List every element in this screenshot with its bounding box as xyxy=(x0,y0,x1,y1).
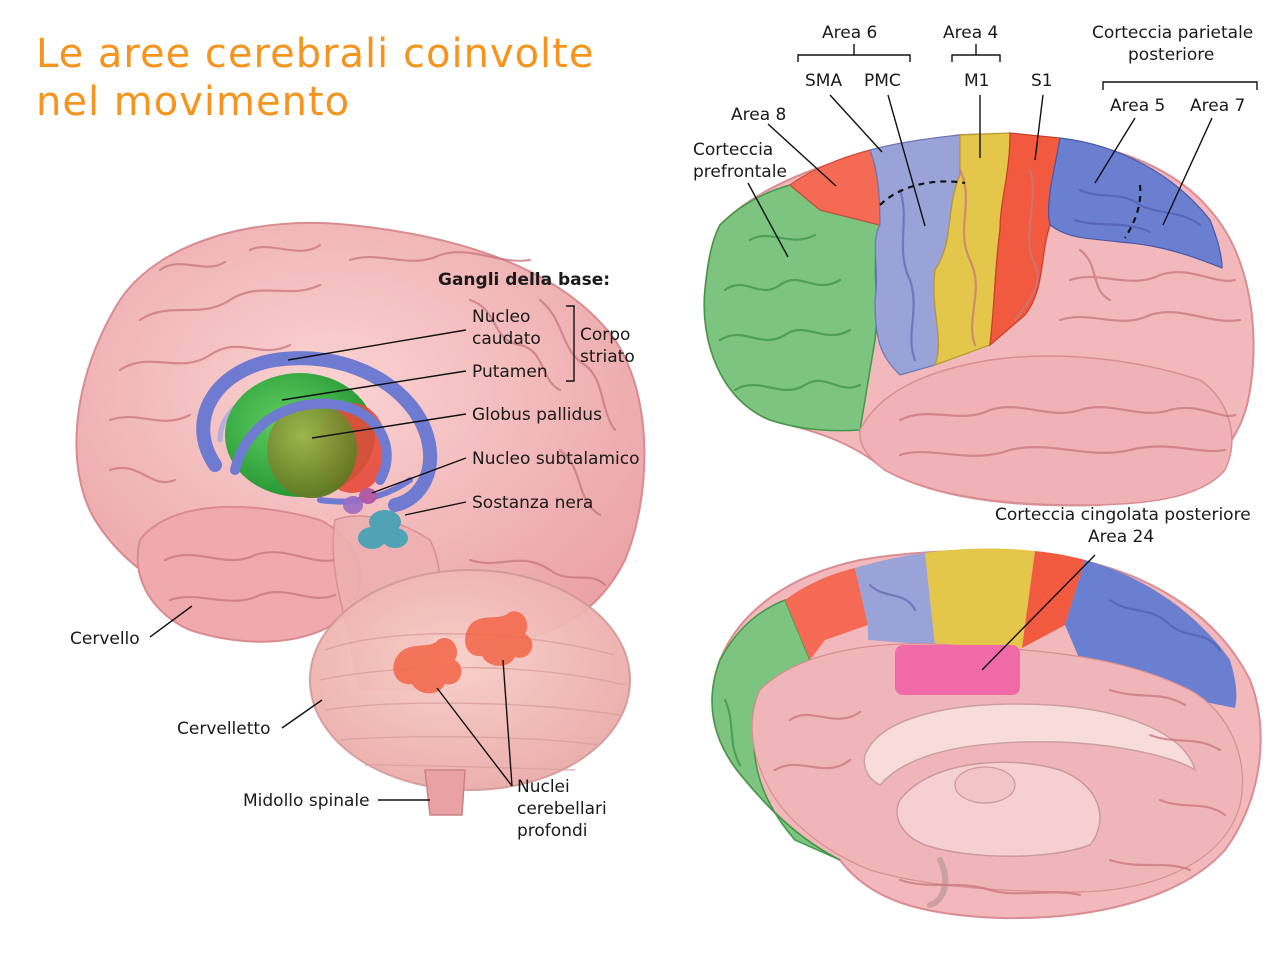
area24-leader-line xyxy=(981,554,1096,671)
spinal-cord-shape xyxy=(424,769,466,816)
deep-cerebellar-nucleus-left xyxy=(393,637,462,694)
lateral-cortex-labels: Area 6 Area 4 SMA PMC M1 S1 Corteccia pa… xyxy=(693,23,1258,258)
medial-prefrontal-region xyxy=(711,599,841,861)
deep-cerebellar-nucleus-right xyxy=(465,611,533,666)
page-title-line-1: Le aree cerebrali coinvolte xyxy=(36,31,595,77)
prefrontal-cortex-region xyxy=(703,184,881,432)
page-title-line-2: nel movimento xyxy=(36,79,351,125)
label-nucleo-caudato-1: Nucleo xyxy=(472,307,530,327)
label-prefrontale-1: Corteccia xyxy=(693,140,773,160)
label-cpp-2: posteriore xyxy=(1128,45,1214,65)
left-leader-lines xyxy=(149,329,513,801)
thalamus-shape xyxy=(896,761,1101,857)
label-nucleo-caudato-2: caudato xyxy=(472,329,541,349)
cerebellum-shape xyxy=(309,569,631,791)
lateral-cortex-illustration xyxy=(703,132,1255,507)
label-area7: Area 7 xyxy=(1190,96,1245,116)
label-corpo-striato-1: Corpo xyxy=(580,325,630,345)
area4-bracket xyxy=(951,54,1001,62)
label-nuclei-2: cerebellari xyxy=(517,799,607,819)
label-globus-pallidus: Globus pallidus xyxy=(472,405,602,425)
label-nucleo-subtalamico: Nucleo subtalamico xyxy=(472,449,640,469)
area24-region xyxy=(895,645,1020,695)
label-m1: M1 xyxy=(964,71,989,91)
label-cingolata: Corteccia cingolata posteriore xyxy=(995,505,1251,525)
basal-ganglia xyxy=(196,351,438,549)
label-pmc: PMC xyxy=(864,71,901,91)
cpp-bracket xyxy=(1102,81,1258,90)
label-nuclei-3: profondi xyxy=(517,821,587,841)
temporal-lobe-lateral xyxy=(859,355,1233,506)
label-sostanza-nera: Sostanza nera xyxy=(472,493,593,513)
label-area4: Area 4 xyxy=(943,23,998,43)
label-nuclei-1: Nuclei xyxy=(517,777,570,797)
label-area8: Area 8 xyxy=(731,105,786,125)
cerebrum-gyri xyxy=(108,243,617,602)
globus-pallidus-shape xyxy=(267,402,357,498)
lateral-leader-lines xyxy=(747,94,1213,258)
label-cervello: Cervello xyxy=(70,629,140,649)
label-area5: Area 5 xyxy=(1110,96,1165,116)
caudate-tail-shape xyxy=(230,398,392,485)
page-title: Le aree cerebrali coinvolte nel moviment… xyxy=(36,30,594,126)
medial-cortex-labels: Corteccia cingolata posteriore Area 24 xyxy=(981,505,1251,671)
corpus-callosum-shape xyxy=(863,703,1197,786)
subthalamic-nucleus-shape xyxy=(359,488,377,504)
label-area24: Area 24 xyxy=(1088,527,1154,547)
medial-cortex-illustration xyxy=(711,548,1262,920)
left-brain-illustration xyxy=(75,221,646,816)
label-sma: SMA xyxy=(805,71,842,91)
label-corpo-striato-2: striato xyxy=(580,347,635,367)
label-midollo-spinale: Midollo spinale xyxy=(243,791,370,811)
medial-parietal-region xyxy=(1065,560,1237,708)
area6-bracket xyxy=(797,54,911,62)
label-cervelletto: Cervelletto xyxy=(177,719,270,739)
substantia-nigra-shape xyxy=(358,510,408,549)
label-prefrontale-2: prefrontale xyxy=(693,162,787,182)
medial-premotor-region xyxy=(855,553,935,645)
label-cpp-1: Corteccia parietale xyxy=(1092,23,1253,43)
medial-s1-region xyxy=(1022,551,1085,648)
basal-ganglia-heading: Gangli della base: xyxy=(438,270,610,290)
label-area6: Area 6 xyxy=(822,23,877,43)
corpo-striato-bracket xyxy=(566,305,575,382)
medial-area8-region xyxy=(785,568,868,660)
left-brain-labels: Gangli della base: Nucleo caudato Putame… xyxy=(70,270,640,841)
label-s1: S1 xyxy=(1031,71,1053,91)
medial-m1-region xyxy=(925,548,1035,648)
label-putamen: Putamen xyxy=(472,362,548,382)
